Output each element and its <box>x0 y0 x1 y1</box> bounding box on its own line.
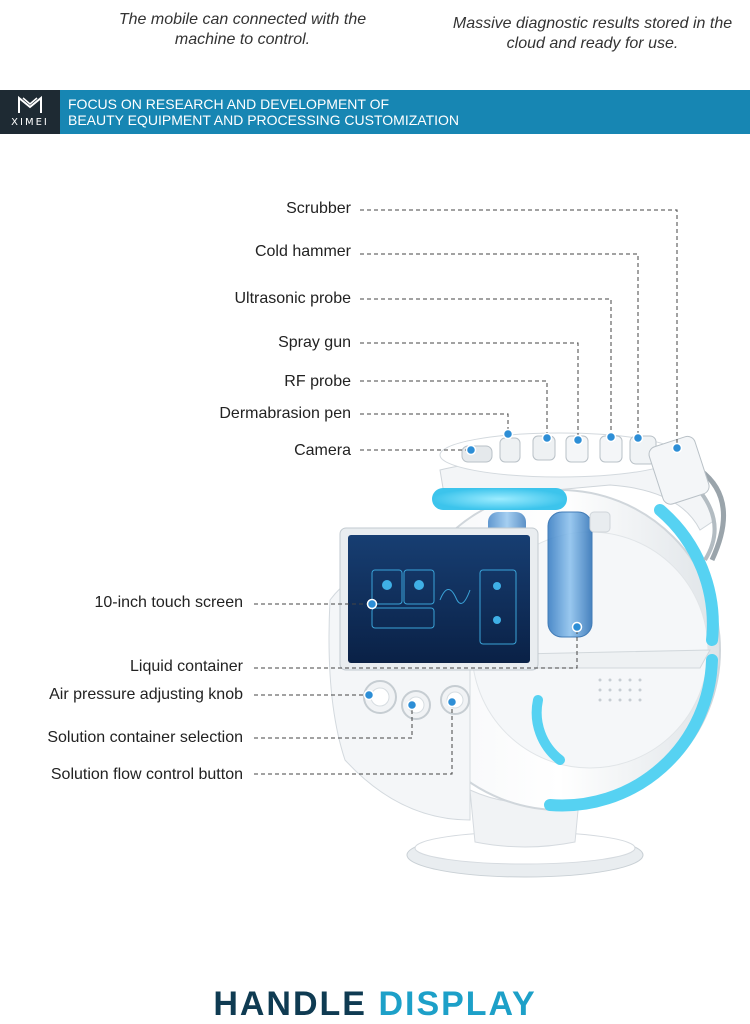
section-title-part1: HANDLE <box>213 985 379 1023</box>
callout-dots <box>363 428 683 711</box>
label-flow-control-button: Solution flow control button <box>50 766 243 783</box>
label-scrubber: Scrubber <box>286 200 351 217</box>
label-rf-probe: RF probe <box>284 373 351 390</box>
label-cold-hammer: Cold hammer <box>254 243 351 260</box>
label-air-pressure-knob: Air pressure adjusting knob <box>49 686 243 703</box>
brand-banner: XIMEI FOCUS ON RESEARCH AND DEVELOPMENT … <box>0 90 750 134</box>
section-title-part2: DISPLAY <box>378 985 537 1023</box>
label-touch-screen: 10-inch touch screen <box>94 594 243 611</box>
ximei-logo-icon <box>18 95 42 113</box>
label-camera: Camera <box>294 442 351 459</box>
banner-slogan: FOCUS ON RESEARCH AND DEVELOPMENT OF BEA… <box>68 96 459 128</box>
brand-logo: XIMEI <box>0 90 60 134</box>
banner-line-1: FOCUS ON RESEARCH AND DEVELOPMENT OF <box>68 96 390 112</box>
machine-diagram <box>254 209 726 878</box>
caption-cloud-storage: Massive diagnostic results stored in the… <box>452 15 733 52</box>
callout-lines <box>254 209 678 775</box>
label-spray-gun: Spray gun <box>278 334 351 351</box>
banner-line-2: BEAUTY EQUIPMENT AND PROCESSING CUSTOMIZ… <box>68 112 460 128</box>
label-dermabrasion-pen: Dermabrasion pen <box>219 405 351 422</box>
label-solution-selection: Solution container selection <box>47 729 243 746</box>
caption-mobile-control: The mobile can connected with the machin… <box>118 11 367 48</box>
section-title: HANDLE DISPLAY <box>0 985 750 1024</box>
label-liquid-container: Liquid container <box>130 658 243 675</box>
brand-name: XIMEI <box>11 117 49 128</box>
touch-screen <box>328 527 539 821</box>
label-ultrasonic-probe: Ultrasonic probe <box>234 290 352 307</box>
